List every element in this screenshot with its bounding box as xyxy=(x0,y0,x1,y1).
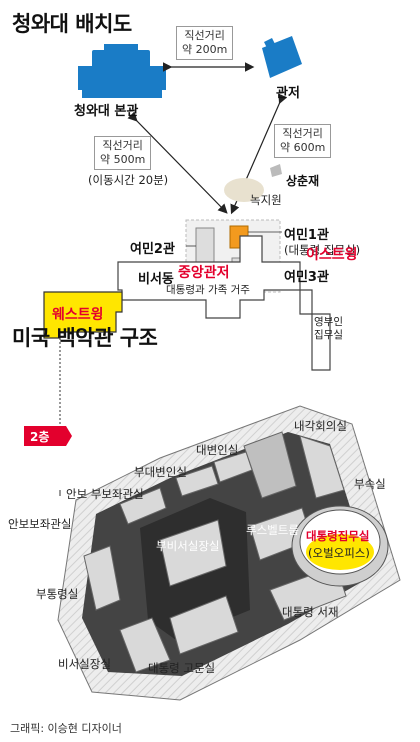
yeomin2-shape xyxy=(195,227,215,265)
dist-residence-yeomin-line1: 직선거리 xyxy=(282,127,323,140)
arrow-main-yeomin xyxy=(127,111,228,214)
label-east-sub: 영부인 집무실 xyxy=(314,316,343,342)
room-oval: 대통령집무실 xyxy=(306,529,370,543)
main-building-icon xyxy=(78,44,166,98)
white-house-outline xyxy=(117,235,331,371)
label-main-building: 청와대 본관 xyxy=(74,104,139,119)
title-whitehouse: 미국 백악관 구조 xyxy=(12,326,158,350)
room-vice-spokes: 부대변인실 xyxy=(134,465,187,479)
room-spokes: 대변인실 xyxy=(196,443,239,457)
label-east-wing: 이스트윙 xyxy=(306,247,358,263)
room-roosevelt: 루스벨트룸 xyxy=(246,523,299,537)
dist-main-residence-line2: 약 200m xyxy=(182,43,228,56)
west-wing-shape xyxy=(43,291,123,339)
travel-time: (이동시간 20분) xyxy=(88,173,169,187)
dist-main-residence: 직선거리 약 200m xyxy=(176,26,234,60)
credit: 그래픽: 이승현 디자이너 xyxy=(10,722,122,735)
dist-main-yeomin-line1: 직선거리 xyxy=(102,139,143,152)
title-bluehouse: 청와대 배치도 xyxy=(12,12,132,36)
label-yeomin1: 여민1관 xyxy=(284,228,329,243)
label-yeomin2: 여민2관 xyxy=(130,242,175,257)
room-vp-office: 부통령실 xyxy=(36,587,79,601)
label-secretary: 비서동 xyxy=(138,272,174,287)
label-sangchunjae: 상춘재 xyxy=(286,174,320,188)
label-yeomin1-sub: (대통령 집무실) xyxy=(284,243,361,257)
dist-main-yeomin-line2: 약 500m xyxy=(100,153,146,166)
room-oval-sub: (오벌오피스) xyxy=(308,546,370,560)
label-yeomin3: 여민3관 xyxy=(284,270,329,285)
room-security-deputy: 안보 부보좌관실 xyxy=(66,487,144,501)
dist-main-yeomin: 직선거리 약 500m xyxy=(94,136,152,170)
east-sub-line1: 영부인 xyxy=(314,316,343,328)
dist-residence-yeomin: 직선거리 약 600m xyxy=(274,124,332,158)
room-advisor: 대통령 고문실 xyxy=(148,661,216,675)
floor-tag xyxy=(24,426,72,446)
room-nsa: 안보보좌관실 xyxy=(8,517,72,531)
label-nokjiwon: 녹지원 xyxy=(250,193,282,207)
floor-tag-label: 2층 xyxy=(30,430,50,444)
room-annex: 부속실 xyxy=(354,477,386,491)
floor-plan xyxy=(57,405,401,701)
label-west-wing: 웨스트윙 xyxy=(52,307,104,323)
nokjiwon-area xyxy=(224,178,264,202)
dist-residence-yeomin-line2: 약 600m xyxy=(280,141,326,154)
sangchunjae-shape xyxy=(270,164,282,177)
label-central-sub: 대통령과 가족 거주 xyxy=(166,284,250,296)
dist-main-residence-line1: 직선거리 xyxy=(184,29,225,42)
room-study: 대통령 서재 xyxy=(282,605,339,619)
label-central: 중앙관저 xyxy=(178,265,230,281)
residence-icon xyxy=(262,36,302,78)
room-deputy-sec: 부비서실장실 xyxy=(156,539,220,553)
room-chief-of-staff: 비서실장실 xyxy=(58,657,111,671)
label-residence: 관저 xyxy=(276,86,300,101)
room-cabinet: 내각회의실 xyxy=(294,419,347,433)
east-sub-line2: 집무실 xyxy=(314,329,343,341)
